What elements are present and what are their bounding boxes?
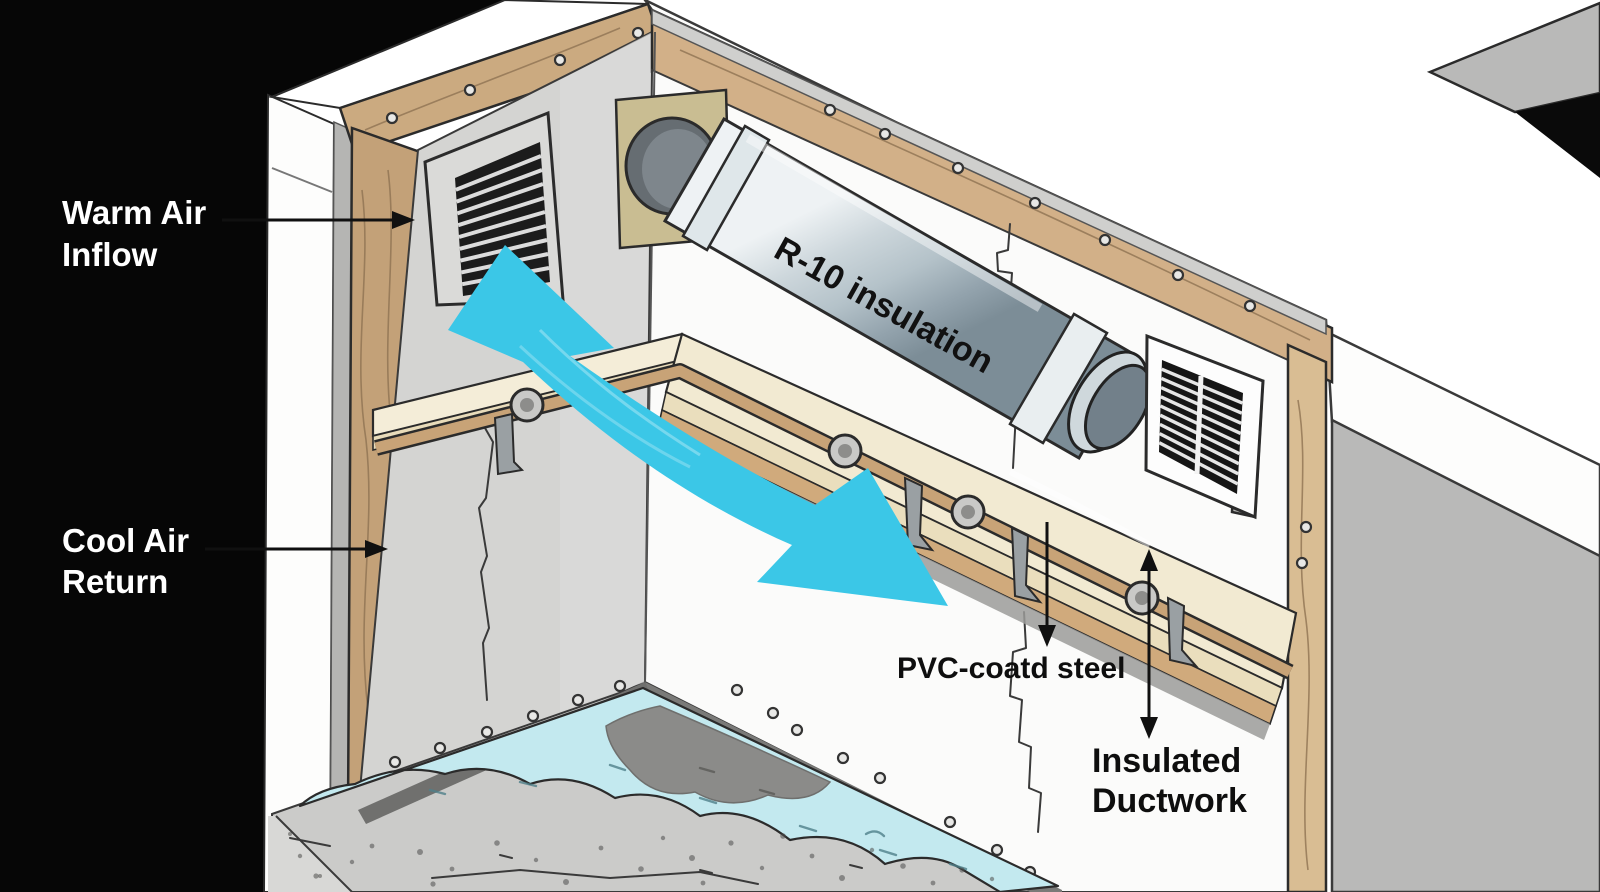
pipe-ring-hanger <box>509 387 1160 616</box>
roof-corner <box>1426 1 1600 178</box>
airflow-arrow <box>448 245 948 606</box>
warm-air-label-line1: Warm Air <box>62 194 206 231</box>
right-top-plate <box>650 8 1334 384</box>
duct-end-face <box>1083 363 1153 451</box>
insulated-callout <box>1140 549 1158 739</box>
insulated-duct: R-10 insulation <box>614 88 1153 461</box>
pipe-bracket <box>493 412 525 476</box>
floor-speckles <box>288 832 995 887</box>
pipe-bracket <box>1010 526 1043 604</box>
warm-air-callout <box>222 211 415 229</box>
cool-air-label-line2: Return <box>62 563 168 600</box>
return-vent <box>1144 333 1265 520</box>
insulated-label-line2: Ductwork <box>1092 782 1247 820</box>
left-top-plate <box>338 2 665 155</box>
duct-ferrule <box>681 124 771 252</box>
pvc-pipe <box>374 363 1294 680</box>
insulated-label-line1: Insulated <box>1092 742 1241 780</box>
water-pool <box>298 686 1060 892</box>
cool-air-callout <box>205 540 388 558</box>
cool-air-label-line1: Cool Air <box>62 522 189 559</box>
pvc-callout <box>1038 522 1056 647</box>
right-wall-exterior <box>1330 417 1600 892</box>
labels: Warm Air Inflow Cool Air Return PVC-coat… <box>62 194 1247 820</box>
pipe-bracket <box>903 476 935 552</box>
warm-air-label-line2: Inflow <box>62 236 158 273</box>
pipe-bracket <box>1166 596 1199 668</box>
pvc-label: PVC-coatd steel <box>897 652 1125 685</box>
duct-end-ring <box>1008 312 1109 445</box>
corner-post <box>1286 343 1328 892</box>
supply-vent <box>423 110 565 307</box>
duct-tube <box>662 116 1140 461</box>
callout-arrows <box>205 211 1158 739</box>
black-backdrop-left <box>0 0 505 892</box>
